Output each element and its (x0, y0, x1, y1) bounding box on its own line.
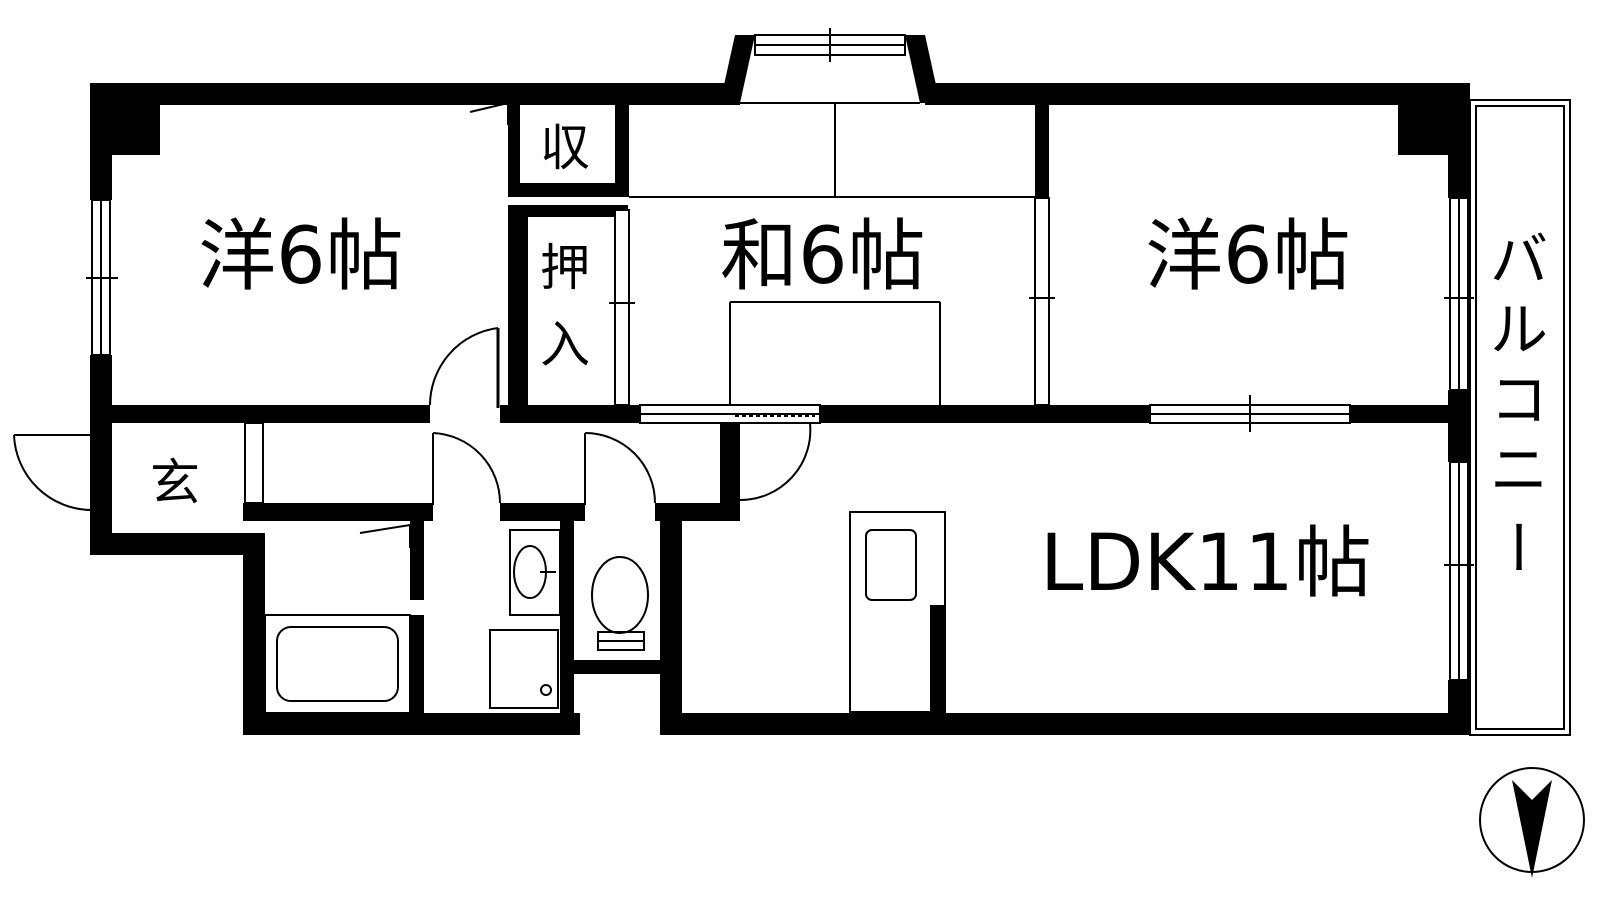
outer-walls (90, 83, 1470, 735)
balcony-label-char-4: ニ (1490, 436, 1548, 504)
balcony-label-char-5: ー (1483, 518, 1551, 576)
balcony-label-char-2: ル (1490, 296, 1548, 364)
room-label-entrance: 玄 (150, 454, 200, 512)
room-label-ldk: LDK11帖 (1040, 519, 1372, 609)
balcony-label-char-1: バ (1490, 226, 1548, 294)
balcony (1469, 99, 1571, 736)
room-label-western-right: 洋6帖 (1145, 212, 1351, 302)
bathtub-icon (264, 614, 411, 714)
compass-icon (1479, 767, 1585, 878)
interior-walls (90, 103, 1450, 735)
room-label-closet-top: 押 (540, 239, 590, 297)
kitchen-sink-icon (849, 511, 946, 713)
bay-window (720, 28, 940, 104)
windows (86, 197, 1474, 681)
balcony-label-char-3: コ (1490, 366, 1548, 434)
swing-doors (13, 101, 812, 548)
room-label-closet-bottom: 入 (540, 316, 590, 374)
sliding-doors (609, 197, 1351, 432)
room-label-japanese: 和6帖 (720, 212, 926, 302)
washing-machine-space (489, 629, 559, 709)
tatami-lines (629, 103, 1035, 405)
washbasin-icon (509, 529, 561, 616)
room-label-western-left: 洋6帖 (198, 212, 404, 302)
toilet-icon (591, 556, 649, 651)
room-label-storage: 収 (540, 119, 590, 177)
